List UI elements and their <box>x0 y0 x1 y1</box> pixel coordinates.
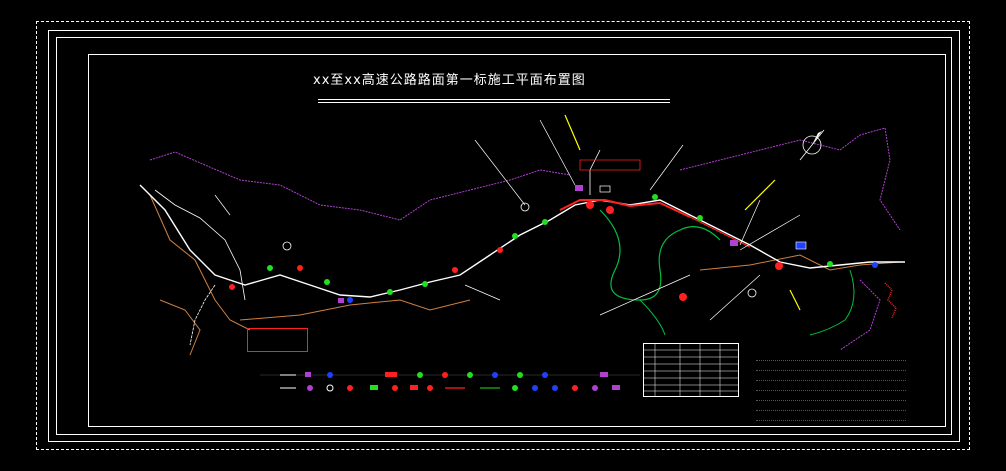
callout-line-1 <box>474 139 526 206</box>
site-marker-white-box <box>599 185 611 193</box>
notes-block <box>756 352 906 422</box>
callout-line-5 <box>599 274 691 316</box>
callout-line-8 <box>214 194 231 216</box>
site-marker-red <box>497 247 503 253</box>
callout-line-9 <box>739 214 801 251</box>
red-hatch-east <box>884 282 897 319</box>
site-marker-ring <box>282 241 292 251</box>
quantity-table <box>643 343 739 397</box>
red-boxed-label <box>247 328 308 352</box>
site-marker-green <box>697 215 703 221</box>
site-marker-green <box>827 261 833 267</box>
site-marker-red <box>586 201 594 209</box>
site-marker-green <box>267 265 273 271</box>
note-line <box>756 412 906 421</box>
site-marker-purple <box>730 240 738 246</box>
map-legend <box>260 372 640 392</box>
river-line <box>599 209 721 301</box>
boundary-line-south <box>839 279 881 351</box>
site-marker-red <box>775 262 783 270</box>
site-marker-red <box>452 267 458 273</box>
drawing-frame <box>88 54 946 427</box>
outer-frame <box>48 30 960 442</box>
note-line <box>756 362 906 371</box>
title-underline-2 <box>318 102 670 103</box>
site-marker-purple <box>338 298 344 303</box>
quantity-table-grid <box>643 343 739 397</box>
river-line-3 <box>809 269 855 336</box>
site-marker-red <box>679 293 687 301</box>
highway-main <box>139 184 905 298</box>
highway-red-east <box>689 216 751 248</box>
site-marker-red <box>297 265 303 271</box>
note-line <box>756 392 906 401</box>
site-marker-green <box>324 279 330 285</box>
site-marker-blue-box <box>795 241 807 250</box>
river-line-2 <box>639 299 666 336</box>
callout-line-6 <box>709 274 761 321</box>
red-hatch-station <box>579 159 641 171</box>
inner-frame-double <box>56 37 952 435</box>
branch-road-west <box>154 189 246 301</box>
site-marker-purple <box>575 185 583 191</box>
site-marker-blue <box>872 262 878 268</box>
terrain-line-east <box>699 254 901 271</box>
site-marker-blue <box>347 297 353 303</box>
outer-frame-dashed <box>36 21 970 450</box>
yellow-marker-3 <box>789 289 801 311</box>
site-marker-green <box>422 281 428 287</box>
site-marker-ring <box>747 288 757 298</box>
title-underline <box>318 99 670 100</box>
site-marker-green <box>512 233 518 239</box>
site-marker-green <box>652 194 658 200</box>
yellow-marker-2 <box>744 179 776 211</box>
site-marker-red <box>606 206 614 214</box>
branch-road-north <box>589 149 601 195</box>
terrain-line-sw <box>159 299 201 356</box>
note-line <box>756 352 906 361</box>
note-line <box>756 402 906 411</box>
yellow-marker-1 <box>564 114 581 151</box>
callout-line-7 <box>464 284 501 301</box>
note-line <box>756 372 906 381</box>
site-marker-green <box>387 289 393 295</box>
callout-line-4 <box>739 199 761 246</box>
callout-line-2 <box>539 119 576 186</box>
terrain-line-mid <box>239 299 471 321</box>
drawing-title: xx至xx高速公路路面第一标施工平面布置图 <box>313 73 586 88</box>
boundary-line-east <box>679 127 901 231</box>
site-marker-green <box>542 219 548 225</box>
branch-road-sw <box>189 284 216 346</box>
note-line <box>756 382 906 391</box>
site-marker-red <box>229 284 235 290</box>
highway-red-overlay <box>559 199 691 218</box>
terrain-line-west <box>149 194 251 331</box>
callout-line-3 <box>649 144 684 191</box>
north-arrow-icon <box>799 129 825 161</box>
site-marker-ring <box>520 202 530 212</box>
boundary-line-north <box>149 151 571 221</box>
